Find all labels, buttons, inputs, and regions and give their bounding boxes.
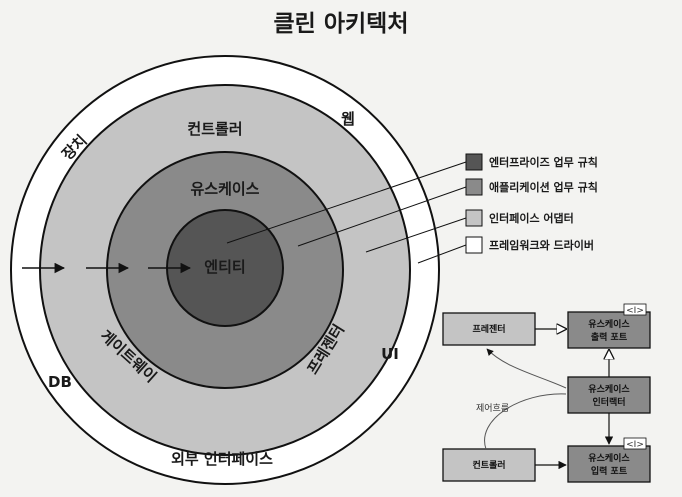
legend-leader-frameworks: [417, 244, 467, 264]
legend-label-entities: 엔터프라이즈 업무 규칙: [489, 155, 598, 169]
legend-swatch-usecases: [465, 178, 483, 196]
legend-swatch-frameworks: [465, 236, 483, 254]
control-flow-curve: [484, 393, 567, 450]
legend-leader-usecases: [297, 186, 467, 247]
entities-label: 엔티티: [204, 258, 245, 276]
legend-leader-adapters: [365, 217, 467, 253]
control-flow-label: 제어흐름: [476, 403, 509, 414]
flow-controller-label: 컨트롤러: [472, 459, 505, 471]
web-label: 웹: [341, 110, 355, 128]
flow-interactor-line1: 유스케이스: [588, 383, 630, 395]
legend-label-adapters: 인터페이스 어댑터: [489, 211, 574, 225]
flow-presenter-label: 프레젠터: [472, 323, 505, 335]
db-label: DB: [48, 373, 72, 391]
legend-label-frameworks: 프레임워크와 드라이버: [489, 238, 594, 252]
legend-leader-entities: [226, 161, 467, 244]
control-flow-curve-return: [486, 348, 567, 389]
legend-swatch-adapters: [465, 209, 483, 227]
ui-label: UI: [381, 345, 399, 363]
input-port-interface-mark: <I>: [626, 440, 644, 450]
external-interface-label: 외부 인터페이스: [171, 450, 273, 468]
flow-controller-box: [442, 448, 536, 482]
legend: 엔터프라이즈 업무 규칙 애플리케이션 업무 규칙 인터페이스 어댑터 프레임워…: [465, 153, 598, 254]
flow-input-port-line2: 입력 포트: [591, 465, 628, 477]
flow-interactor-line2: 인터랙터: [592, 396, 625, 408]
control-flow-diagram: 프레젠터 유스케이스 출력 포트 <I> 유스케이스 인터랙터 컨트롤러 유스케…: [442, 303, 651, 483]
legend-label-usecases: 애플리케이션 업무 규칙: [489, 180, 598, 194]
output-port-interface-tag: [623, 303, 647, 316]
flow-output-port-line2: 출력 포트: [591, 331, 628, 343]
output-port-interface-mark: <I>: [626, 306, 644, 316]
flow-input-port-box: [567, 445, 651, 483]
flow-input-port-line1: 유스케이스: [588, 452, 630, 464]
flow-output-port-line1: 유스케이스: [588, 318, 630, 330]
legend-swatch-entities: [465, 153, 483, 171]
controller-label: 컨트롤러: [187, 120, 242, 138]
input-port-interface-tag: [623, 437, 647, 450]
usecases-label: 유스케이스: [190, 180, 259, 198]
diagram-title: 클린 아키텍처: [273, 11, 409, 37]
flow-output-port-box: [567, 311, 651, 349]
flow-presenter-box: [442, 312, 536, 346]
